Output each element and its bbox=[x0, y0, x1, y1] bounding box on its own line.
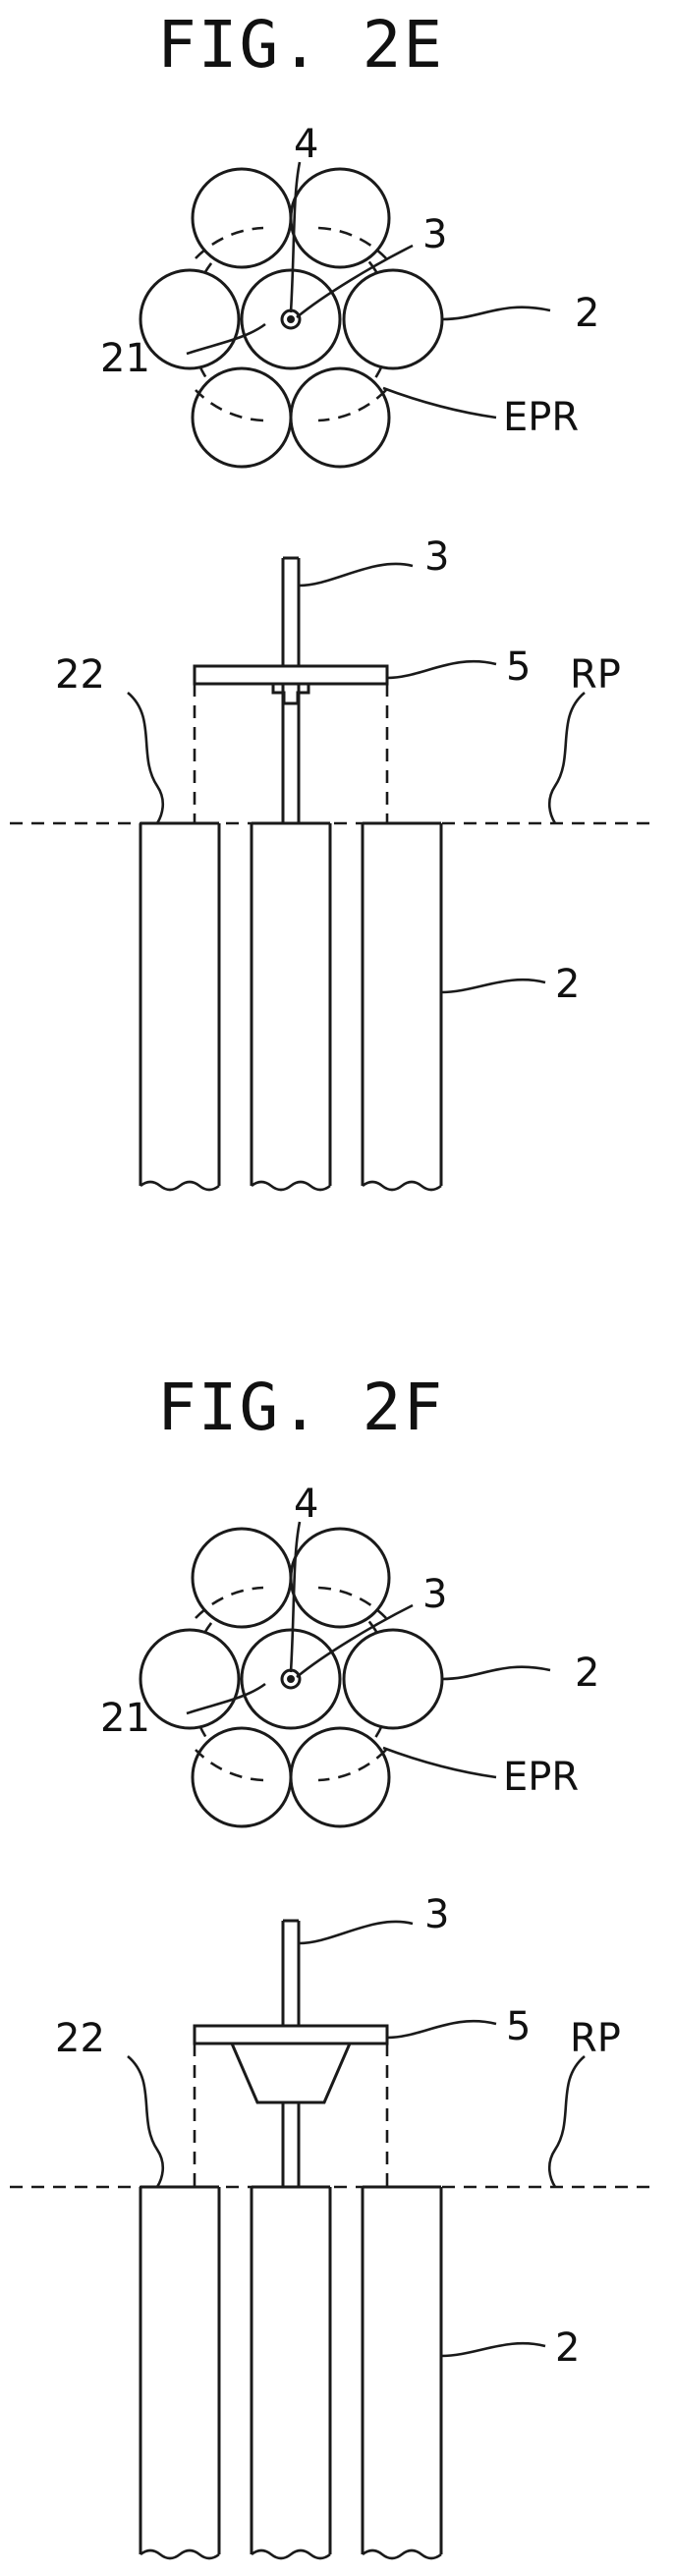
leader-5 bbox=[387, 2021, 496, 2038]
rod-center-dot bbox=[287, 315, 295, 323]
cone-insert bbox=[232, 2044, 350, 2102]
leader-2 bbox=[441, 2343, 545, 2356]
leader-2 bbox=[442, 1667, 550, 1679]
label-3: 3 bbox=[422, 212, 447, 257]
pile-break bbox=[363, 2550, 441, 2558]
cap-member bbox=[195, 666, 387, 684]
leader-3 bbox=[299, 1922, 413, 1943]
pile-circle bbox=[291, 1529, 389, 1627]
pile-center-outline bbox=[252, 823, 330, 1186]
label-2: 2 bbox=[575, 291, 599, 336]
plan-view: 4 3 2 21 EPR bbox=[100, 122, 599, 467]
pile-circle bbox=[193, 1529, 291, 1627]
leader-3 bbox=[299, 564, 413, 586]
leader-2 bbox=[441, 980, 545, 992]
leader-5 bbox=[387, 661, 496, 678]
pile-break bbox=[140, 2550, 219, 2558]
label-22: 22 bbox=[55, 2016, 105, 2061]
figure-2f: FIG. 2F 4 3 2 21 EPR bbox=[10, 1370, 658, 2558]
cap-insert bbox=[273, 684, 308, 703]
figure-2e: FIG. 2E 4 3 2 bbox=[10, 7, 658, 1190]
cap-member bbox=[195, 2026, 387, 2044]
pile-circle bbox=[344, 1630, 442, 1728]
label-3: 3 bbox=[424, 534, 449, 580]
label-epr: EPR bbox=[503, 395, 579, 440]
label-rp: RP bbox=[570, 652, 621, 698]
label-4: 4 bbox=[294, 1482, 318, 1527]
pile-break bbox=[252, 1182, 330, 1190]
leader-2 bbox=[442, 308, 550, 319]
pile-left-outline bbox=[140, 823, 219, 1186]
label-3: 3 bbox=[424, 1892, 449, 1937]
leader-22 bbox=[128, 693, 163, 823]
plan-view: 4 3 2 21 EPR bbox=[100, 1482, 599, 1826]
leader-rp bbox=[549, 693, 585, 823]
label-epr: EPR bbox=[503, 1755, 579, 1800]
pile-left-outline bbox=[140, 2187, 219, 2554]
label-5: 5 bbox=[506, 644, 531, 690]
pile-circle bbox=[344, 270, 442, 368]
pile-center-outline bbox=[252, 2187, 330, 2554]
label-rp: RP bbox=[570, 2016, 621, 2061]
pile-break bbox=[140, 1182, 219, 1190]
pile-circle bbox=[291, 169, 389, 267]
label-2: 2 bbox=[575, 1651, 599, 1696]
side-view: 3 22 5 RP 2 bbox=[10, 1892, 658, 2558]
leader-epr bbox=[383, 1748, 496, 1777]
pile-right-outline bbox=[363, 823, 441, 1186]
figure-title: FIG. 2F bbox=[157, 1370, 444, 1445]
label-3: 3 bbox=[422, 1572, 447, 1617]
label-22: 22 bbox=[55, 652, 105, 698]
pile-break bbox=[363, 1182, 441, 1190]
pile-left bbox=[140, 823, 219, 1187]
figure-title: FIG. 2E bbox=[157, 7, 444, 83]
label-4: 4 bbox=[294, 122, 318, 167]
leader-epr bbox=[383, 388, 496, 418]
label-5: 5 bbox=[506, 2004, 531, 2049]
leader-22 bbox=[128, 2056, 163, 2187]
label-2: 2 bbox=[555, 2325, 580, 2371]
leader-rp bbox=[549, 2056, 585, 2187]
pile-right-outline bbox=[363, 2187, 441, 2554]
pile-break bbox=[252, 2550, 330, 2558]
side-view: 3 22 5 RP 2 bbox=[10, 534, 658, 1190]
pile-circle bbox=[193, 169, 291, 267]
label-21: 21 bbox=[100, 336, 150, 381]
rod-center-dot bbox=[287, 1675, 295, 1683]
label-21: 21 bbox=[100, 1696, 150, 1741]
label-2: 2 bbox=[555, 962, 580, 1007]
